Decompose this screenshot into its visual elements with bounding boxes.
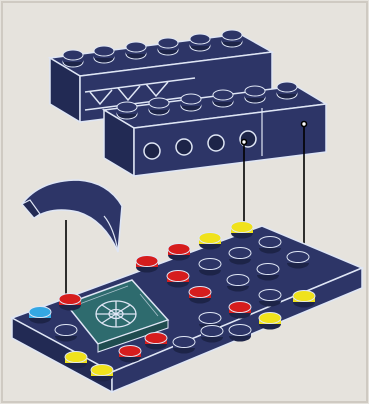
stud [190,34,210,51]
stud-dark [199,259,221,276]
stud-dark [259,290,281,307]
stud [117,102,137,119]
stud-dark [229,325,251,342]
stud-red [145,333,167,350]
stud [213,90,233,107]
technic-hole [208,135,224,151]
stud-yellow [199,233,221,250]
stud-red [59,294,81,311]
stud-dark [229,248,251,265]
stud-dark [173,337,195,354]
stud-yellow [293,291,315,308]
technic-hole [176,139,192,155]
stud-red [189,287,211,304]
stud-red [119,346,141,363]
stud-dark [227,275,249,292]
stud [181,94,201,111]
stud-dark [259,237,281,254]
stud-dark [257,264,279,281]
stud-red [167,271,189,288]
stud-dark [55,325,77,342]
stud-blue [29,307,51,324]
technic-hole [144,143,160,159]
stud-yellow [65,352,87,369]
stud [222,30,242,47]
stud [149,98,169,115]
stud-red [136,256,158,273]
stud-dark [201,326,223,343]
wheel-icon [96,301,136,327]
stud [245,86,265,103]
stud-red [229,302,251,319]
stud-yellow [231,222,253,239]
stud [126,42,146,59]
stud [158,38,178,55]
stud-red [168,244,190,261]
stud [94,46,114,63]
stud [277,82,297,99]
stud [63,50,83,67]
stud-dark [287,252,309,269]
stud-yellow [91,365,113,382]
stud-yellow [259,313,281,330]
